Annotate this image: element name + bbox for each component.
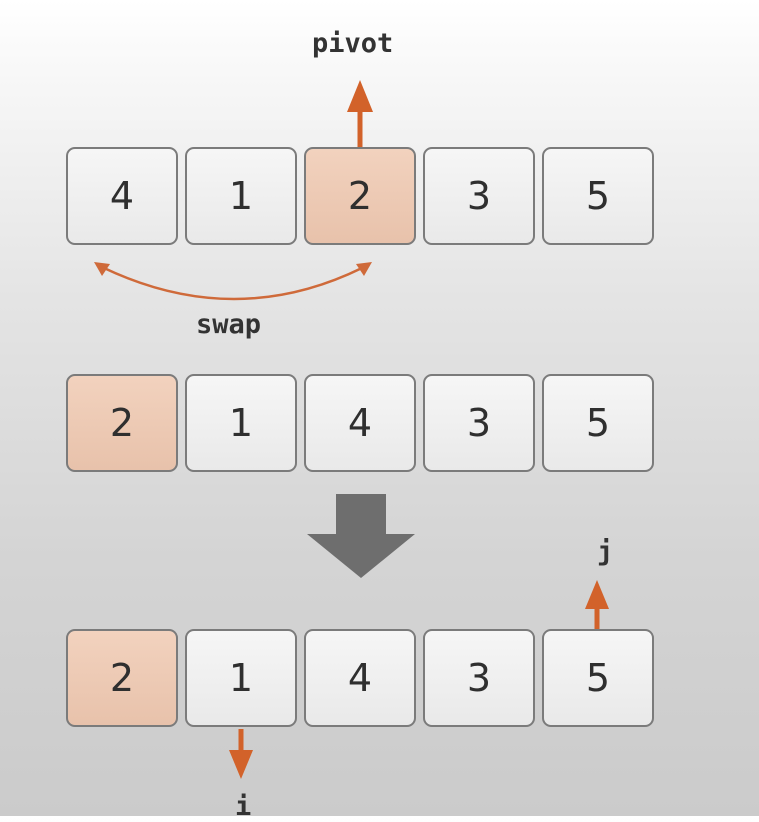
j-pointer-label: j (597, 536, 614, 567)
array-cell: 5 (542, 374, 654, 472)
cell-value: 5 (585, 401, 611, 445)
pivot-label: pivot (312, 28, 394, 59)
i-pointer-label: i (235, 791, 252, 822)
array-cell: 5 (542, 629, 654, 727)
i-pointer-arrow-icon (229, 729, 253, 779)
array-cell: 1 (185, 629, 297, 727)
array-cell: 5 (542, 147, 654, 245)
swap-label: swap (196, 309, 262, 340)
cell-value: 3 (466, 174, 492, 218)
array-cell: 1 (185, 147, 297, 245)
cell-value: 2 (347, 174, 373, 218)
array-row-initial: 4 1 2 3 5 (66, 147, 656, 247)
cell-value: 4 (347, 401, 373, 445)
cell-value: 1 (228, 174, 254, 218)
cell-value: 5 (585, 656, 611, 700)
cell-value: 4 (109, 174, 135, 218)
cell-value: 1 (228, 401, 254, 445)
j-pointer-arrow-icon (585, 580, 609, 629)
array-cell: 4 (66, 147, 178, 245)
array-cell: 4 (304, 629, 416, 727)
down-arrow-icon (307, 494, 415, 578)
cell-value: 4 (347, 656, 373, 700)
pivot-cell: 2 (304, 147, 416, 245)
pivot-arrow-icon (347, 80, 373, 147)
array-cell: 3 (423, 147, 535, 245)
array-row-partition-pointers: 2 1 4 3 5 (66, 629, 656, 729)
cell-value: 3 (466, 656, 492, 700)
cell-value: 1 (228, 656, 254, 700)
cell-value: 5 (585, 174, 611, 218)
array-cell: 1 (185, 374, 297, 472)
cell-value: 2 (109, 401, 135, 445)
array-cell: 3 (423, 629, 535, 727)
array-cell: 4 (304, 374, 416, 472)
cell-value: 3 (466, 401, 492, 445)
cell-value: 2 (109, 656, 135, 700)
array-cell: 3 (423, 374, 535, 472)
array-row-after-swap: 2 1 4 3 5 (66, 374, 656, 474)
swap-curve-arrow-icon (94, 262, 372, 301)
pivot-cell: 2 (66, 374, 178, 472)
pivot-cell: 2 (66, 629, 178, 727)
